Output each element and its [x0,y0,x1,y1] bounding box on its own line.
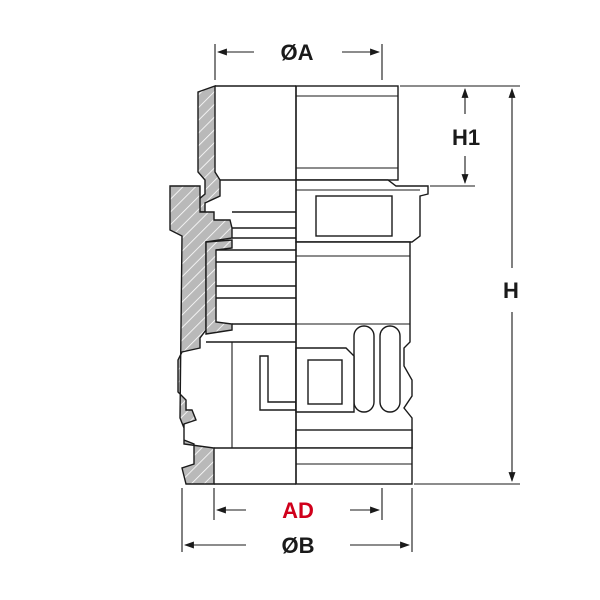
dimension-diameter-a: ØA [214,40,383,80]
bottom-ring [295,447,413,485]
dimension-ad: AD [213,488,383,523]
diameter-a-label: ØA [281,40,314,65]
diameter-b-label: ØB [282,533,315,558]
dimension-height-1: H1 [400,85,520,187]
lamella-slot-2 [379,325,401,413]
height-1-label: H1 [452,125,480,150]
dimension-height: H [414,88,520,485]
lamella-slot-1 [353,325,375,413]
nut-window [315,195,393,237]
bottom-ring-upper [295,429,413,449]
height-label: H [503,278,519,303]
clamp-insert-section [205,239,233,335]
claw-finger-section [259,355,297,411]
section-view-left [169,85,297,485]
outside-view-right [295,85,429,485]
locking-tab-window [307,359,343,405]
top-thread-wall-section [197,85,221,213]
ad-label: AD [282,498,314,523]
dimension-diameter-b: ØB [181,488,413,558]
top-thread-tube [295,85,399,181]
body-wall-section [169,185,233,485]
